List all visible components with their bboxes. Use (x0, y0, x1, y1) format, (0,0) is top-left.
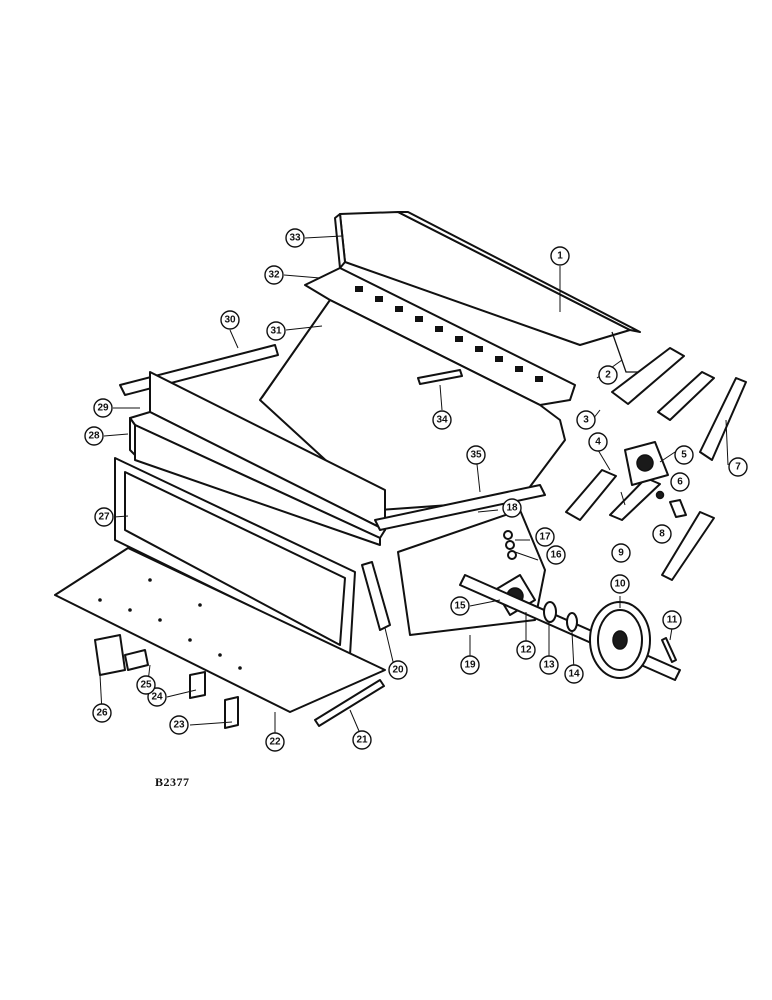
paddles-3-4-7-9 (565, 347, 747, 581)
callout-7: 7 (728, 457, 748, 477)
callout-27: 27 (94, 507, 114, 527)
callout-11: 11 (662, 610, 682, 630)
callout-31: 31 (266, 321, 286, 341)
callout-13: 13 (539, 655, 559, 675)
svg-text:23: 23 (173, 720, 185, 731)
svg-text:26: 26 (96, 708, 108, 719)
callout-30: 30 (220, 310, 240, 330)
callout-12: 12 (516, 640, 536, 660)
callout-9: 9 (611, 543, 631, 563)
svg-text:27: 27 (98, 512, 110, 523)
callout-15: 15 (450, 596, 470, 616)
callout-23: 23 (169, 715, 189, 735)
part-31-trough (259, 299, 566, 511)
callout-17: 17 (535, 527, 555, 547)
part-34-bracket (417, 369, 463, 385)
part-11-key (661, 637, 677, 663)
callouts: 1 2 3 4 5 6 7 8 9 10 11 12 13 14 15 16 1… (84, 228, 748, 752)
svg-text:1: 1 (557, 251, 563, 262)
svg-text:17: 17 (539, 532, 551, 543)
svg-text:31: 31 (270, 326, 282, 337)
callout-25: 25 (136, 675, 156, 695)
svg-text:33: 33 (289, 233, 301, 244)
svg-text:30: 30 (224, 315, 236, 326)
svg-text:24: 24 (151, 692, 163, 703)
leader-lines (99, 235, 729, 740)
callout-35: 35 (466, 445, 486, 465)
part-33-top-plate (334, 211, 631, 346)
callout-19: 19 (460, 655, 480, 675)
callout-3: 3 (576, 410, 596, 430)
callout-8: 8 (652, 524, 672, 544)
svg-text:11: 11 (667, 615, 678, 626)
part-8-bolt (669, 499, 687, 518)
svg-text:21: 21 (356, 735, 368, 746)
svg-text:9: 9 (618, 548, 624, 559)
callout-22: 22 (265, 732, 285, 752)
svg-text:14: 14 (568, 669, 580, 680)
part-21-strap (314, 679, 385, 727)
svg-text:20: 20 (392, 665, 404, 676)
svg-text:16: 16 (550, 550, 562, 561)
callout-26: 26 (92, 703, 112, 723)
callout-24: 24 (147, 687, 167, 707)
callout-21: 21 (352, 730, 372, 750)
callout-32: 32 (264, 265, 284, 285)
svg-text:25: 25 (140, 680, 152, 691)
svg-text:22: 22 (269, 737, 281, 748)
callout-18: 18 (502, 498, 522, 518)
callout-4: 4 (588, 432, 608, 452)
callout-10: 10 (610, 574, 630, 594)
callout-28: 28 (84, 426, 104, 446)
svg-text:35: 35 (470, 450, 482, 461)
callout-34: 34 (432, 410, 452, 430)
callout-33: 33 (285, 228, 305, 248)
part-19-bearing-plate (397, 509, 546, 636)
svg-text:34: 34 (436, 415, 448, 426)
part-28-front-panel (129, 411, 386, 546)
parts-16-17-washers (503, 530, 517, 560)
part-6-nut (655, 490, 665, 500)
svg-text:15: 15 (454, 601, 466, 612)
svg-text:4: 4 (595, 437, 601, 448)
part-27-frame (114, 457, 356, 656)
callout-20: 20 (388, 660, 408, 680)
callout-2: 2 (598, 365, 618, 385)
parts-23-26-brackets (94, 634, 239, 729)
svg-text:32: 32 (268, 270, 280, 281)
svg-text:29: 29 (97, 403, 109, 414)
callout-16: 16 (546, 545, 566, 565)
callout-6: 6 (670, 472, 690, 492)
svg-text:28: 28 (88, 431, 100, 442)
svg-text:19: 19 (464, 660, 476, 671)
svg-text:12: 12 (520, 645, 532, 656)
part-35-crossbar (374, 484, 546, 531)
svg-text:10: 10 (614, 579, 626, 590)
svg-text:6: 6 (677, 477, 683, 488)
callout-1: 1 (550, 246, 570, 266)
svg-text:5: 5 (681, 450, 687, 461)
part-5-hub (624, 441, 669, 486)
part-30-brace (119, 344, 279, 396)
svg-text:8: 8 (659, 529, 665, 540)
svg-text:18: 18 (506, 503, 518, 514)
callout-29: 29 (93, 398, 113, 418)
part-20-angle (361, 561, 391, 631)
drawing-code: B2377 (155, 775, 190, 789)
part-22-floor-plate (54, 547, 386, 713)
callout-14: 14 (564, 664, 584, 684)
svg-text:3: 3 (583, 415, 589, 426)
svg-text:2: 2 (605, 370, 611, 381)
svg-text:13: 13 (543, 660, 555, 671)
part-10-pulley (589, 601, 651, 679)
svg-text:7: 7 (735, 462, 741, 473)
callout-5: 5 (674, 445, 694, 465)
